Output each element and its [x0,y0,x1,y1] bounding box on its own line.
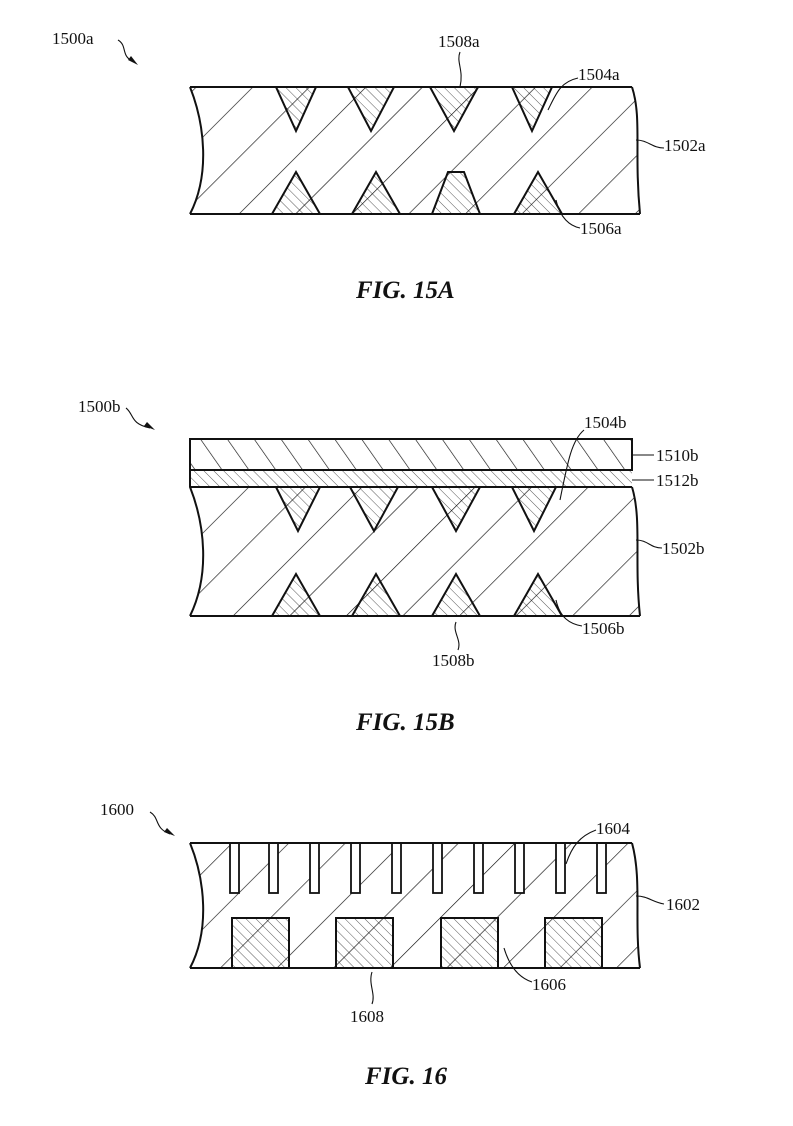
substrate-body-1502a [189,86,641,215]
top-grooves-1504a [274,87,554,134]
top-layer-1510b [189,438,633,471]
label-1602: 1602 [666,895,700,914]
label-1502a: 1502a [664,136,706,155]
label-1600: 1600 [100,800,134,819]
label-1506b: 1506b [582,619,625,638]
leader-1500b [125,407,151,429]
figure-15b: 1500b 1504b 1510b 1512b 1502b 1506b 1508… [78,397,705,736]
figure-16: 1600 1604 1602 1606 1608 FIG. 16 [100,800,700,1090]
label-1500a: 1500a [52,29,94,48]
interlayer-1512b [190,470,632,487]
leader-1508b [454,621,460,651]
bottom-grooves-1506b [270,571,564,616]
label-1512b: 1512b [656,471,699,490]
label-1500b: 1500b [78,397,121,416]
arrowhead-1500a [128,56,138,65]
bottom-grooves-1506a [270,169,564,214]
arrowhead-1500b [144,422,155,430]
leader-1504a [547,77,579,111]
leader-1504b [559,429,585,501]
leader-1502b [635,539,663,549]
caption-fig-15a: FIG. 15A [355,277,455,304]
label-1608: 1608 [350,1007,384,1026]
caption-fig-15b: FIG. 15B [355,709,455,736]
arrowhead-1600 [164,828,175,836]
substrate-body-1502b [190,486,641,617]
leader-1508a [458,51,462,88]
label-1604: 1604 [596,819,631,838]
leader-1608 [370,971,374,1005]
label-1510b: 1510b [656,446,699,465]
leader-1506b [555,599,583,627]
leader-1606 [503,947,533,983]
label-1504a: 1504a [578,65,620,84]
label-1502b: 1502b [662,539,705,558]
leader-1502a [635,139,665,149]
figure-15a: 1500a 1508a 1504a 1502a 1506a FIG. 15A [52,29,706,304]
label-1508a: 1508a [438,32,480,51]
label-1506a: 1506a [580,219,622,238]
top-grooves-1504b [274,487,558,534]
label-1504b: 1504b [584,413,627,432]
leader-1604 [565,829,597,865]
substrate-body-1602 [189,842,641,969]
label-1508b: 1508b [432,651,475,670]
label-1606: 1606 [532,975,566,994]
left-edge-15b [189,439,205,617]
caption-fig-16: FIG. 16 [364,1063,447,1090]
leader-1602 [635,895,665,905]
leader-1506a [555,199,581,229]
